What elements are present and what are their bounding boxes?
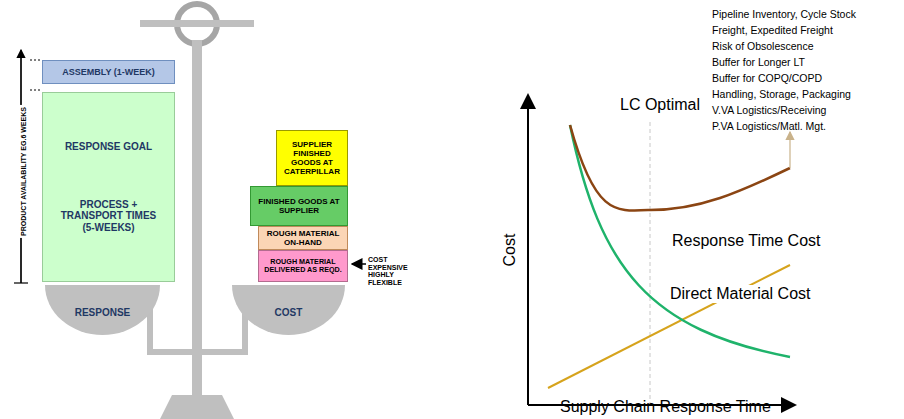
node-text: ASSEMBLY (1-WEEK) (62, 67, 155, 77)
note-label: COST EXPENSIVE HIGHLY FLEXIBLE (368, 256, 426, 287)
note-arrow (352, 263, 366, 265)
axis-label: Cost (501, 234, 519, 267)
process-box: RESPONSE GOAL PROCESS + TRANSPORT TIMES (… (42, 92, 175, 282)
availability-bracket (14, 50, 42, 283)
stock-box: FINISHED GOODS AT SUPPLIER (250, 186, 348, 226)
scale-pan: RESPONSE (45, 285, 160, 335)
process-box: ASSEMBLY (1-WEEK) (42, 60, 175, 84)
cost-item: Buffer for COPQ/COPD (712, 72, 822, 84)
scale-pan: COST (232, 285, 345, 335)
stock-box: ROUGH MATERIAL ON-HAND (258, 226, 348, 250)
node-text: SUPPLIER FINISHED GOODS AT CATERPILLAR (280, 140, 344, 177)
curve-label: LC Optimal (620, 96, 700, 114)
cost-item: Risk of Obsolescence (712, 40, 814, 52)
stock-box: SUPPLIER FINISHED GOODS AT CATERPILLAR (276, 130, 348, 186)
cost-chart (528, 95, 795, 405)
stock-box: ROUGH MATERIAL DELIVERED AS REQD. (258, 250, 348, 282)
cost-item: P.VA Logistics/Matl. Mgt. (712, 120, 826, 132)
cost-item: Pipeline Inventory, Cycle Stock (712, 8, 856, 20)
cost-item: Handling, Storage, Packaging (712, 88, 851, 100)
node-text: ROUGH MATERIAL DELIVERED AS REQD. (262, 258, 344, 275)
axis-label: Supply Chain Response Time (560, 398, 771, 416)
node-text: ROUGH MATERIAL ON-HAND (262, 229, 344, 247)
node-text: PROCESS + TRANSPORT TIMES (5-WEEKS) (46, 199, 171, 234)
node-text: FINISHED GOODS AT SUPPLIER (254, 197, 344, 215)
cost-item: V.VA Logistics/Receiving (712, 104, 826, 116)
curve-label: Response Time Cost (670, 232, 823, 250)
curve-label: Direct Material Cost (668, 285, 812, 303)
node-text: RESPONSE (75, 307, 131, 319)
cost-item: Freight, Expedited Freight (712, 24, 833, 36)
node-text: COST (275, 307, 303, 319)
dimension-label: PRODUCT AVAILABILITY EG.6 WEEKS (20, 105, 27, 238)
node-text: RESPONSE GOAL (65, 141, 152, 153)
cost-item: Buffer for Longer LT (712, 56, 805, 68)
